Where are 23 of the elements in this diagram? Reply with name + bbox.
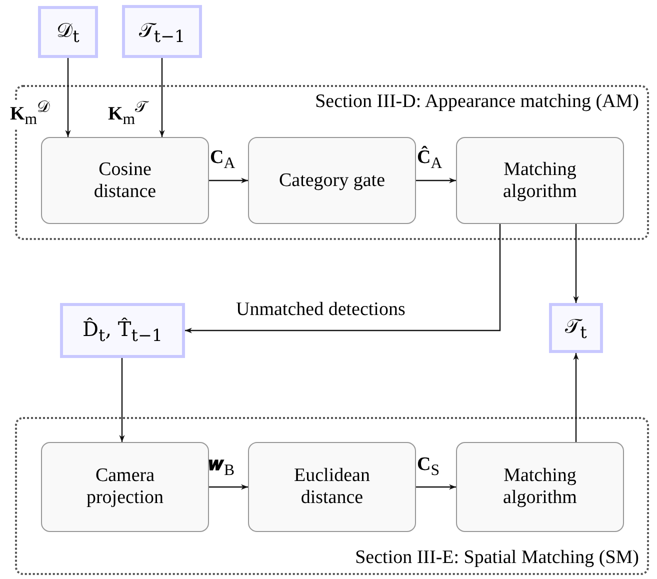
process-box: Matching algorithm	[456, 442, 624, 532]
arrow	[209, 178, 248, 184]
section-title: Section III-E: Spatial Matching (SM)	[355, 547, 639, 569]
arrow	[416, 178, 456, 184]
variable-box: 𝒯$_{t−1}$	[122, 5, 202, 58]
variable-box: 𝒟$_{t}$	[38, 6, 98, 58]
variable-box: D̂$_{t}$, T̂$_{t−1}$	[60, 303, 185, 358]
arrow	[416, 484, 456, 490]
process-box: Matching algorithm	[456, 137, 624, 224]
arrow	[573, 224, 579, 303]
arrow	[185, 224, 501, 334]
arrow	[159, 58, 165, 137]
variable-box: 𝒯$_{t}$	[549, 303, 603, 353]
arrow	[65, 58, 71, 137]
process-box: Camera projection	[41, 442, 209, 532]
arrow	[209, 484, 248, 490]
process-box: Euclidean distance	[248, 442, 416, 532]
process-box: Category gate	[248, 137, 416, 224]
section-frame	[15, 417, 649, 575]
process-box: Cosine distance	[41, 137, 209, 224]
arrow	[119, 358, 125, 442]
section-title: Section III-D: Appearance matching (AM)	[315, 91, 639, 113]
arrow	[573, 353, 579, 442]
